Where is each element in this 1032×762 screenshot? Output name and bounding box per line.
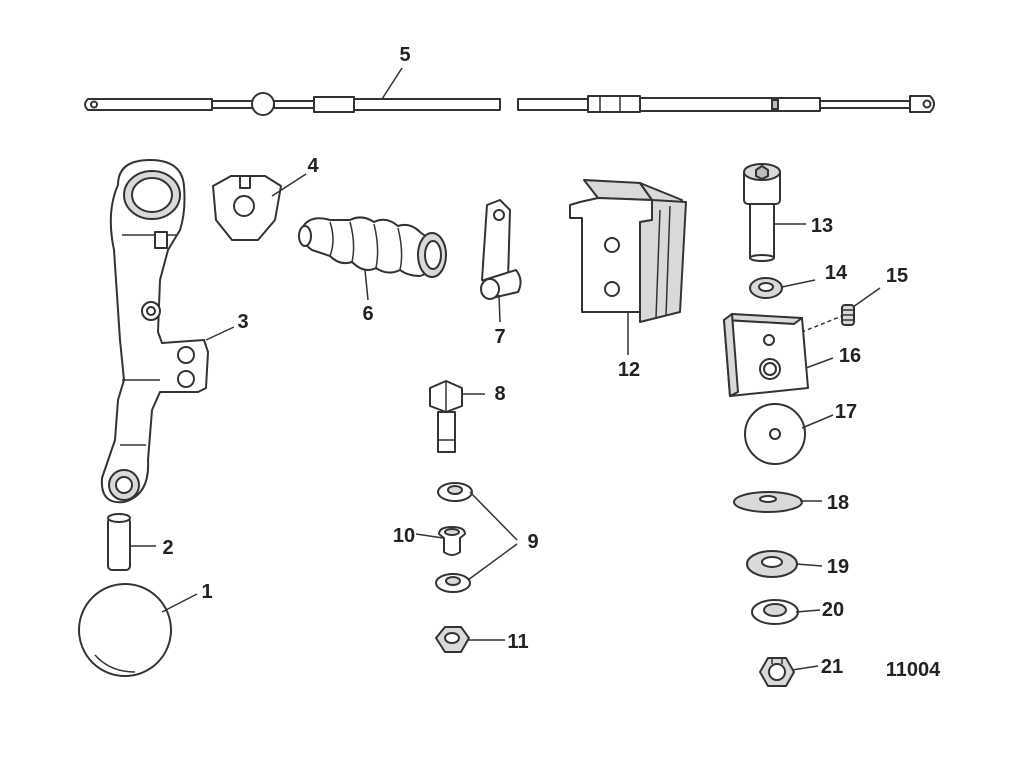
callout-10: 10 <box>393 525 415 547</box>
part-2-pin <box>107 513 131 571</box>
part-21-castle-nut <box>759 657 795 687</box>
callout-4: 4 <box>307 155 319 177</box>
callout-8: 8 <box>494 383 505 405</box>
callout-9: 9 <box>527 531 538 553</box>
callout-20: 20 <box>822 599 844 621</box>
callout-15: 15 <box>886 265 908 287</box>
callout-7: 7 <box>494 326 505 348</box>
part-16-bracket <box>723 313 809 397</box>
callout-11: 11 <box>507 631 528 653</box>
part-8-bolt <box>429 380 463 453</box>
part-15-set-screw <box>841 304 855 326</box>
figure-id: 11004 <box>886 659 941 681</box>
callout-21: 21 <box>821 656 843 678</box>
part-4-retainer <box>212 175 282 241</box>
callout-17: 17 <box>835 401 857 423</box>
callout-16: 16 <box>839 345 861 367</box>
part-11-nut <box>435 626 470 653</box>
part-20-washer <box>751 599 799 625</box>
part-7-cable-end <box>480 199 522 300</box>
part-9-washer-upper <box>437 482 473 502</box>
callout-6: 6 <box>362 303 373 325</box>
part-12-block <box>569 179 687 323</box>
part-17-flat-washer <box>744 403 806 465</box>
part-13-screw <box>743 163 781 262</box>
part-1-knob <box>78 583 172 677</box>
callout-14: 14 <box>825 262 848 284</box>
part-9-washer-lower <box>435 573 471 593</box>
part-14-lock-washer <box>749 277 783 299</box>
callout-18: 18 <box>827 492 849 514</box>
callout-2: 2 <box>162 537 173 559</box>
part-5-cable <box>84 92 935 116</box>
leader-lines <box>130 67 881 671</box>
callout-1: 1 <box>201 581 212 603</box>
part-6-boot <box>298 216 447 278</box>
part-19-washer <box>746 550 798 578</box>
callout-13: 13 <box>811 215 833 237</box>
part-10-bushing <box>438 526 466 556</box>
callout-5: 5 <box>399 44 410 66</box>
callout-3: 3 <box>237 311 248 333</box>
callout-19: 19 <box>827 556 849 578</box>
part-3-lever-arm <box>100 159 209 504</box>
callout-12: 12 <box>618 359 640 381</box>
part-18-large-washer <box>733 491 803 513</box>
